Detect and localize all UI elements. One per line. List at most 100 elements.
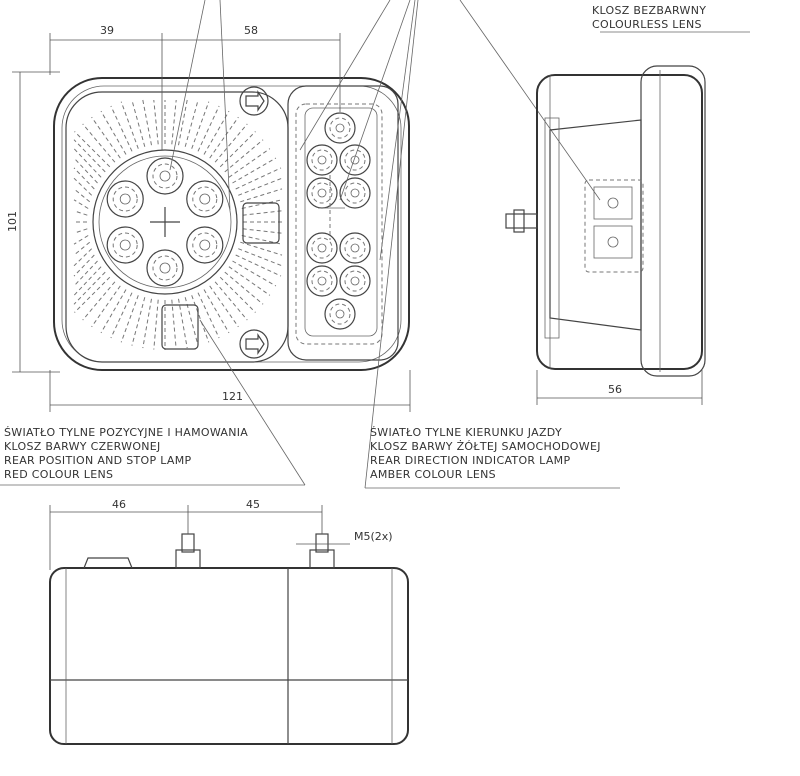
radial-rib <box>240 188 283 203</box>
amber-led-inner <box>344 270 366 292</box>
red-led-cluster <box>106 157 224 287</box>
radial-rib <box>73 228 88 234</box>
radial-rib <box>224 139 264 173</box>
amber-led-core <box>317 276 327 286</box>
radial-lens-pattern <box>73 99 283 350</box>
radial-rib <box>171 99 177 145</box>
radial-rib <box>238 177 283 196</box>
label-rear-lamp: ŚWIATŁO TYLNE POZYCYJNE I HAMOWANIA KLOS… <box>4 426 248 481</box>
red-led-core <box>159 262 171 274</box>
radial-rib <box>224 271 264 305</box>
radial-rib <box>191 295 210 343</box>
amber-led-inner <box>311 270 333 292</box>
radial-rib <box>73 177 93 196</box>
radial-rib <box>74 276 111 313</box>
radial-rib <box>73 235 89 245</box>
radial-rib <box>91 116 121 159</box>
amber-led-inner <box>344 149 366 171</box>
radial-rib <box>242 228 283 234</box>
radial-rib <box>235 167 282 190</box>
amber-led <box>306 144 338 176</box>
amber-led-core <box>317 243 327 253</box>
radial-rib <box>153 299 159 350</box>
radial-rib <box>73 167 95 190</box>
screw-bottom <box>239 329 269 359</box>
amber-led-core <box>350 276 360 286</box>
red-led-inner <box>152 255 178 281</box>
radial-rib <box>100 110 127 155</box>
bottom-view: 46 45 M5(2x) <box>49 498 409 745</box>
amber-led <box>339 177 371 209</box>
radial-rib <box>219 131 256 168</box>
amber-led-core <box>350 243 360 253</box>
radial-rib <box>232 157 277 184</box>
colourless-lens-en: COLOURLESS LENS <box>592 18 702 31</box>
amber-led <box>324 112 356 144</box>
label-colourless-lens: KLOSZ BEZBARWNY COLOURLESS LENS <box>592 4 706 31</box>
colourless-lens-pl: KLOSZ BEZBARWNY <box>592 4 706 17</box>
dimension-46: 46 <box>112 498 126 511</box>
indicator-lamp-line-1: ŚWIATŁO TYLNE KIERUNKU JAZDY <box>370 426 562 439</box>
red-led-core <box>119 193 131 205</box>
red-led-core <box>199 239 211 251</box>
front-view: 39 58 101 121 <box>6 24 411 412</box>
amber-led-inner <box>329 303 351 325</box>
amber-led-inner <box>311 149 333 171</box>
rear-lamp-line-4: RED COLOUR LENS <box>4 468 113 481</box>
amber-led-inner <box>344 182 366 204</box>
radial-rib <box>228 148 271 178</box>
red-led-inner <box>152 163 178 189</box>
red-led <box>146 157 184 195</box>
radial-rib <box>197 292 220 339</box>
dimension-45: 45 <box>246 498 260 511</box>
red-led <box>146 249 184 287</box>
amber-led-core <box>335 309 345 319</box>
amber-led <box>339 265 371 297</box>
amber-led-inner <box>311 237 333 259</box>
radial-rib <box>238 248 283 267</box>
radial-rib <box>82 123 116 163</box>
radial-rib <box>120 295 139 343</box>
radial-rib <box>171 299 177 350</box>
radial-rib <box>197 105 220 152</box>
radial-rib <box>73 139 106 173</box>
red-led <box>106 226 144 264</box>
radial-rib <box>214 123 248 163</box>
radial-rib <box>178 298 188 349</box>
amber-led <box>306 232 338 264</box>
rear-lamp-line-2: KLOSZ BARWY CZERWONEJ <box>4 440 161 453</box>
amber-led-core <box>350 188 360 198</box>
red-led-core <box>119 239 131 251</box>
rear-lamp-line-3: REAR POSITION AND STOP LAMP <box>4 454 192 467</box>
red-led-inner <box>192 186 218 212</box>
radial-rib <box>228 266 271 296</box>
radial-rib <box>178 99 188 146</box>
radial-rib <box>209 285 239 328</box>
amber-led <box>339 232 371 264</box>
red-led-inner <box>112 232 138 258</box>
amber-led <box>306 265 338 297</box>
radial-rib <box>73 254 95 277</box>
radial-rib <box>73 248 93 267</box>
red-led-core <box>199 193 211 205</box>
amber-led <box>324 298 356 330</box>
radial-rib <box>91 285 121 328</box>
leader-lines <box>0 0 750 489</box>
amber-led-core <box>317 188 327 198</box>
dimension-101: 101 <box>6 211 19 232</box>
radial-rib <box>142 99 152 146</box>
dimension-121: 121 <box>222 390 243 403</box>
radial-rib <box>184 99 199 147</box>
radial-rib <box>214 281 248 321</box>
amber-led-core <box>317 155 327 165</box>
dimension-58: 58 <box>244 24 258 37</box>
radial-rib <box>131 99 146 147</box>
red-led <box>186 180 224 218</box>
thread-spec: M5(2x) <box>354 530 393 543</box>
red-led-core <box>159 170 171 182</box>
radial-rib <box>74 131 111 168</box>
radial-rib <box>120 101 139 149</box>
radial-rib <box>142 298 152 349</box>
rear-lamp-line-1: ŚWIATŁO TYLNE POZYCYJNE I HAMOWANIA <box>4 426 248 439</box>
